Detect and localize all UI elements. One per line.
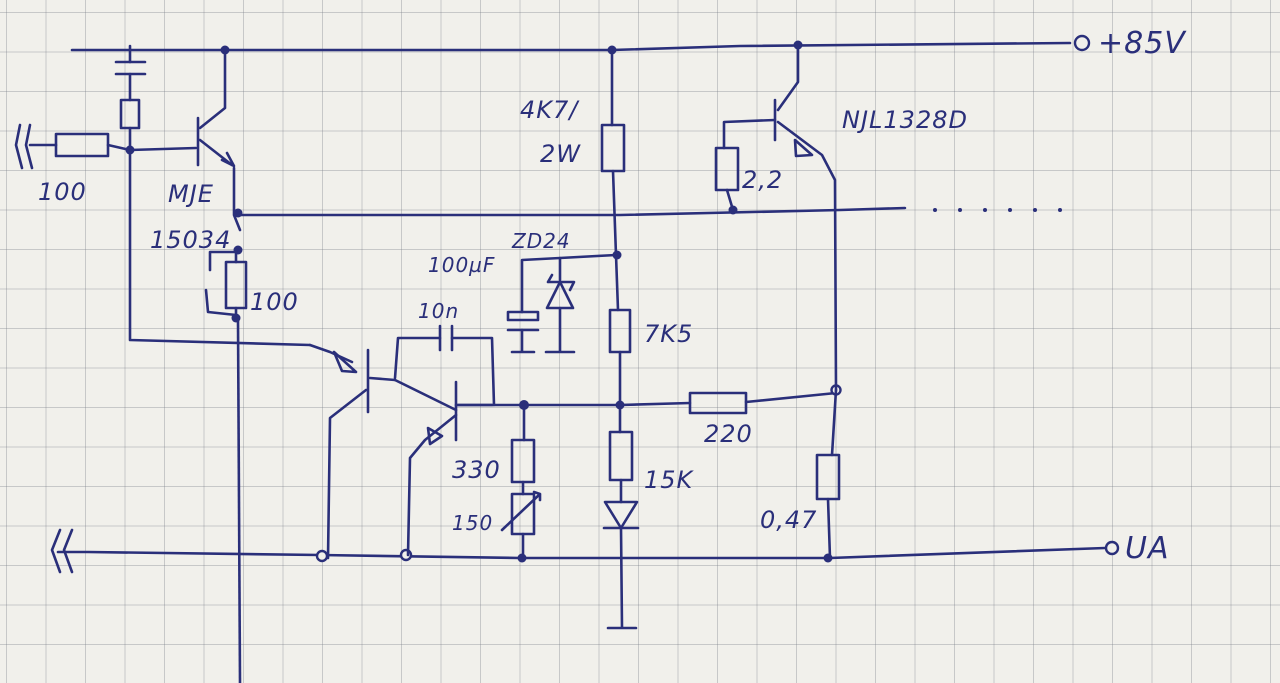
output-transistor	[714, 43, 841, 560]
bias-resistor-label-1: 4K7/	[520, 96, 580, 124]
bias-resistor	[600, 48, 626, 257]
output-rail	[50, 528, 1120, 574]
supply-label: +85V	[1098, 26, 1187, 61]
cap-10n-label: 10n	[418, 299, 459, 323]
res-220-label: 220	[704, 420, 753, 448]
input-transistors	[308, 324, 496, 560]
zener-and-cap	[506, 250, 622, 354]
output-transistor-label: NJL1328D	[842, 106, 968, 134]
base-resistor-label: 2,2	[742, 166, 783, 194]
output-label: UA	[1125, 531, 1169, 566]
wire-7k5-top	[614, 253, 620, 312]
driver-transistor	[196, 48, 248, 683]
driver-transistor-label-1: MJE	[168, 180, 214, 208]
bottom-resistor-diode	[602, 403, 640, 630]
pot-150-label: 150	[452, 511, 493, 535]
zener-label: ZD24	[511, 229, 571, 253]
bias-line	[238, 206, 907, 217]
driver-transistor-label-2: 15034	[150, 226, 231, 254]
res-7k5-label: 7K5	[644, 320, 693, 348]
res-15k-label: 15K	[644, 466, 695, 494]
continuation-dots	[933, 208, 1062, 212]
res-330-label: 330	[452, 456, 501, 484]
input-network	[14, 44, 312, 347]
resistor-7k5	[608, 308, 632, 354]
input-resistor-label: 100	[38, 178, 87, 206]
trim-network	[500, 403, 542, 560]
bias-resistor-label-2: 2W	[540, 140, 581, 168]
emitter-resistor-label: 100	[250, 288, 299, 316]
cap-100u-label: 100µF	[428, 253, 495, 277]
node-line	[456, 384, 842, 415]
res-047-label: 0,47	[760, 506, 817, 534]
